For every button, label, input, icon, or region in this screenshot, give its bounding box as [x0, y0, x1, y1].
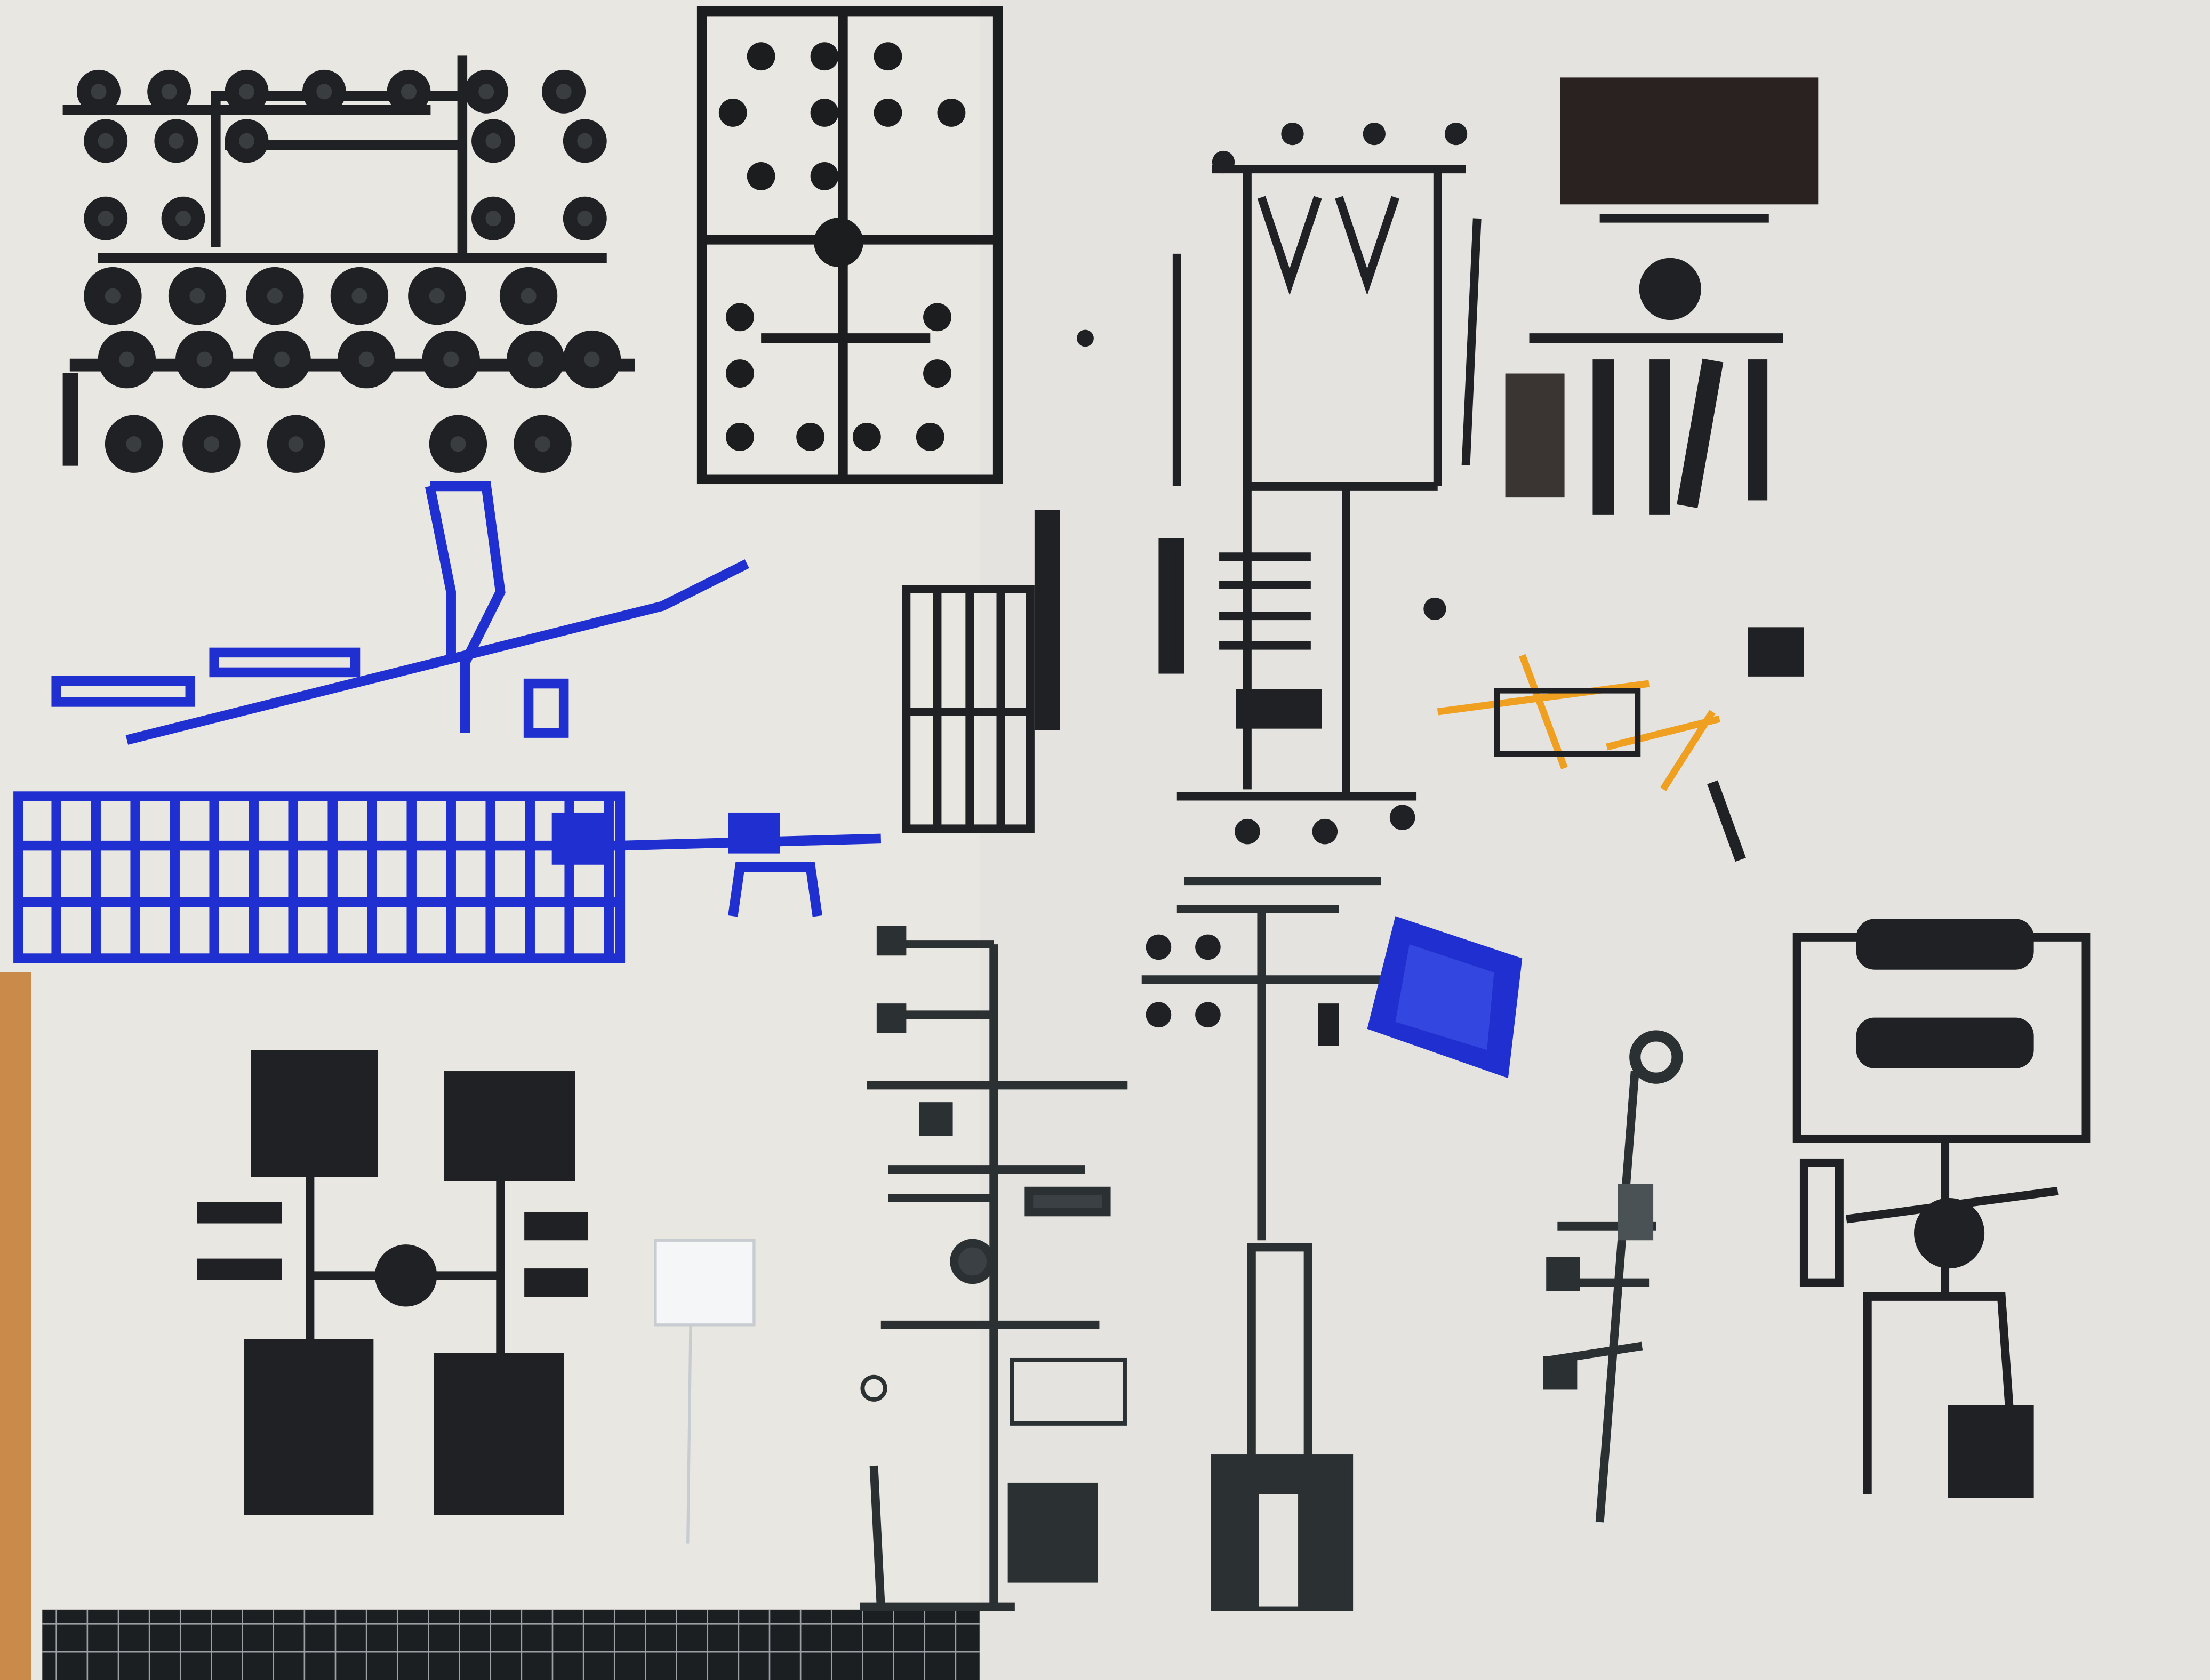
mudflap-sprue — [197, 1050, 588, 1515]
wheel-hub — [428, 286, 446, 306]
wheel-hub — [526, 350, 545, 369]
small-wheel — [874, 42, 902, 71]
wheel-hub — [357, 350, 376, 369]
wheel-hub — [533, 435, 552, 453]
wheel-hub — [582, 350, 602, 369]
wheel-hub — [575, 132, 594, 150]
clear-glass-sprue — [654, 1239, 756, 1544]
small-wheel — [852, 423, 881, 451]
small-wheel — [747, 162, 775, 190]
wheel-sprue-top-center — [696, 6, 1003, 485]
blue-cab — [1367, 916, 1523, 1079]
wheel-hub — [477, 82, 495, 101]
wheel-hub — [273, 350, 291, 369]
wheel-hub — [89, 82, 108, 101]
wheel-hub — [484, 209, 503, 228]
tank-sprue-right — [1792, 919, 2091, 1498]
wheel-hub — [315, 82, 334, 101]
wheel-hub — [97, 209, 115, 228]
wheel-hub — [124, 435, 143, 453]
wheel-hub — [399, 82, 418, 101]
wheel-hub — [117, 350, 137, 369]
wheel-hub — [449, 435, 468, 453]
small-wheel — [916, 423, 944, 451]
wheel-hub — [174, 209, 193, 228]
wheel-hub — [266, 286, 284, 306]
small-wheel — [726, 359, 754, 388]
wheel-hub — [575, 209, 594, 228]
small-wheel — [874, 99, 902, 127]
wheel-hub — [167, 132, 186, 150]
small-wheel — [937, 99, 966, 127]
small-wheel — [747, 42, 775, 71]
chassis-sprue — [1077, 122, 1482, 845]
wheel-hub — [484, 132, 503, 150]
orange-sprue — [1437, 654, 1746, 862]
parts-sprue-lower-center — [860, 926, 1128, 1611]
small-sprue — [1543, 1030, 1683, 1523]
wheel-hub — [237, 132, 256, 150]
wheel-hub — [195, 350, 214, 369]
small-wheel — [810, 42, 839, 71]
small-wheel — [726, 303, 754, 332]
dark-panel-sprue — [1505, 77, 1819, 677]
wheel-hub — [97, 132, 115, 150]
wheel-hub — [442, 350, 460, 369]
small-wheel — [810, 99, 839, 127]
small-wheel — [923, 359, 951, 388]
wheel-hub — [202, 435, 221, 453]
wood-edge — [0, 972, 31, 1680]
small-wheel — [726, 423, 754, 451]
wheel-sprue-top-left — [62, 55, 635, 473]
small-wheel — [718, 99, 747, 127]
wheel-hub — [103, 286, 122, 306]
wheel-hub — [554, 82, 573, 101]
wheel-hub — [519, 286, 538, 306]
small-wheel — [923, 303, 951, 332]
cutting-mat — [42, 1609, 980, 1680]
wheel-hub — [237, 82, 256, 101]
wheel-hub — [159, 82, 179, 101]
blue-ladder-frame — [13, 791, 882, 963]
wheel-hub — [350, 286, 369, 306]
small-wheel — [810, 162, 839, 190]
small-wheel — [796, 423, 825, 451]
grille-sprue — [902, 510, 1060, 833]
wheel-hub — [188, 286, 207, 306]
wheel-hub — [286, 435, 306, 453]
blue-frame-parts-upper — [51, 481, 749, 745]
frame-sprue-center — [1141, 877, 1389, 1611]
